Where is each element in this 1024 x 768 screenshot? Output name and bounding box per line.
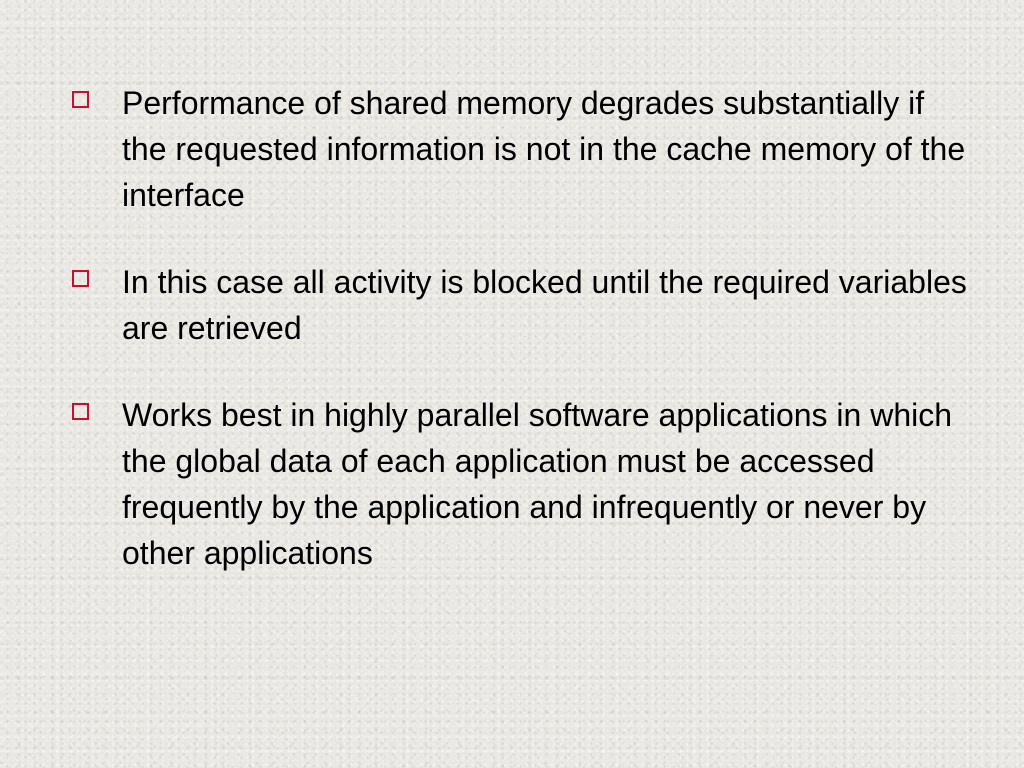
hollow-square-bullet-icon — [72, 403, 89, 420]
bullet-list: Performance of shared memory degrades su… — [72, 80, 972, 617]
bullet-item: Works best in highly parallel software a… — [72, 392, 972, 576]
bullet-item: In this case all activity is blocked unt… — [72, 259, 972, 351]
hollow-square-bullet-icon — [72, 270, 89, 287]
bullet-item: Performance of shared memory degrades su… — [72, 80, 972, 218]
bullet-text: Performance of shared memory degrades su… — [122, 85, 966, 213]
hollow-square-bullet-icon — [72, 91, 89, 108]
bullet-text: In this case all activity is blocked unt… — [122, 264, 967, 346]
bullet-text: Works best in highly parallel software a… — [122, 397, 953, 571]
